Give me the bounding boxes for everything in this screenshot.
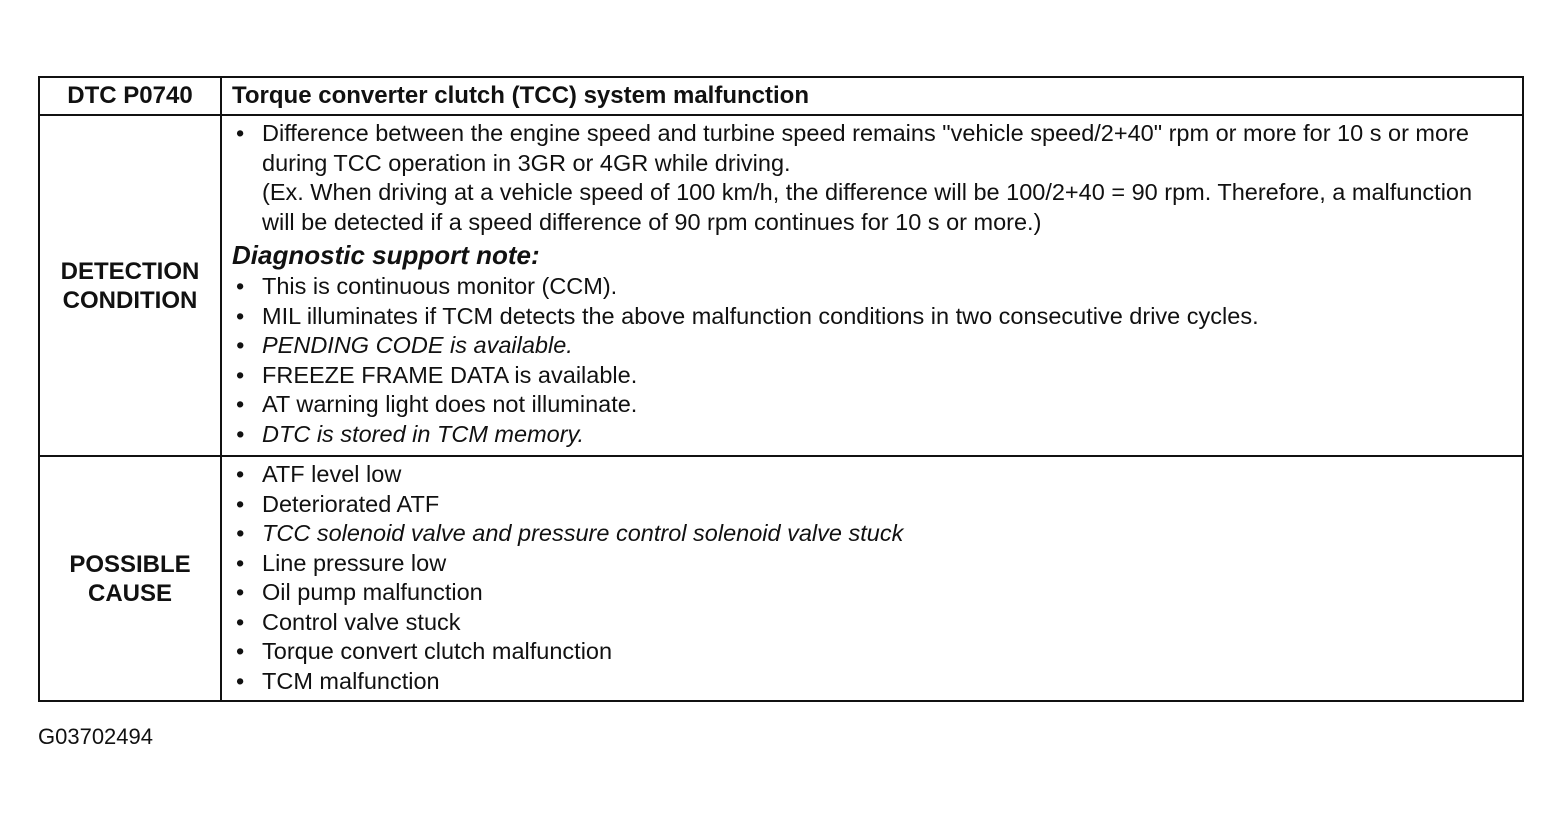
possible-cause-label: POSSIBLE CAUSE	[38, 455, 222, 702]
cause-item: ATF level low	[232, 460, 1510, 490]
detection-example: (Ex. When driving at a vehicle speed of …	[262, 179, 1473, 235]
possible-cause-list: ATF level low Deteriorated ATF TCC solen…	[232, 460, 1510, 696]
figure-code: G03702494	[38, 724, 153, 749]
possible-cause-content: ATF level low Deteriorated ATF TCC solen…	[220, 455, 1524, 702]
cause-item: Deteriorated ATF	[232, 490, 1510, 520]
detection-main-bullet: Difference between the engine speed and …	[232, 119, 1510, 178]
note-item: AT warning light does not illuminate.	[232, 390, 1510, 420]
cause-item: Oil pump malfunction	[232, 578, 1510, 608]
detection-condition-row: DETECTION CONDITION Difference between t…	[38, 114, 1524, 457]
diagnostic-note-title: Diagnostic support note:	[232, 240, 540, 270]
detection-condition-content: Difference between the engine speed and …	[220, 114, 1524, 457]
cause-item: TCC solenoid valve and pressure control …	[232, 519, 1510, 549]
note-item: This is continuous monitor (CCM).	[232, 272, 1510, 302]
detection-label-line2: CONDITION	[62, 286, 198, 314]
possible-cause-row: POSSIBLE CAUSE ATF level low Deteriorate…	[38, 455, 1524, 702]
detection-label-line1: DETECTION	[60, 257, 200, 285]
cause-item: TCM malfunction	[232, 667, 1510, 697]
dtc-title: Torque converter clutch (TCC) system mal…	[220, 76, 1524, 116]
diagnostic-notes-list: This is continuous monitor (CCM). MIL il…	[232, 272, 1510, 449]
detection-main-list: Difference between the engine speed and …	[232, 119, 1510, 178]
note-item: PENDING CODE is available.	[232, 331, 1510, 361]
cause-item: Control valve stuck	[232, 608, 1510, 638]
cause-item: Torque convert clutch malfunction	[232, 637, 1510, 667]
note-item: MIL illuminates if TCM detects the above…	[232, 302, 1510, 332]
dtc-table: DTC P0740 Torque converter clutch (TCC) …	[38, 76, 1524, 702]
possible-label-line2: CAUSE	[87, 579, 172, 607]
dtc-code: DTC P0740	[38, 76, 222, 116]
detection-condition-label: DETECTION CONDITION	[38, 114, 222, 457]
possible-label-line1: POSSIBLE	[69, 550, 191, 578]
note-item: DTC is stored in TCM memory.	[232, 420, 1510, 450]
note-item: FREEZE FRAME DATA is available.	[232, 361, 1510, 391]
table-header-row: DTC P0740 Torque converter clutch (TCC) …	[38, 76, 1524, 116]
cause-item: Line pressure low	[232, 549, 1510, 579]
